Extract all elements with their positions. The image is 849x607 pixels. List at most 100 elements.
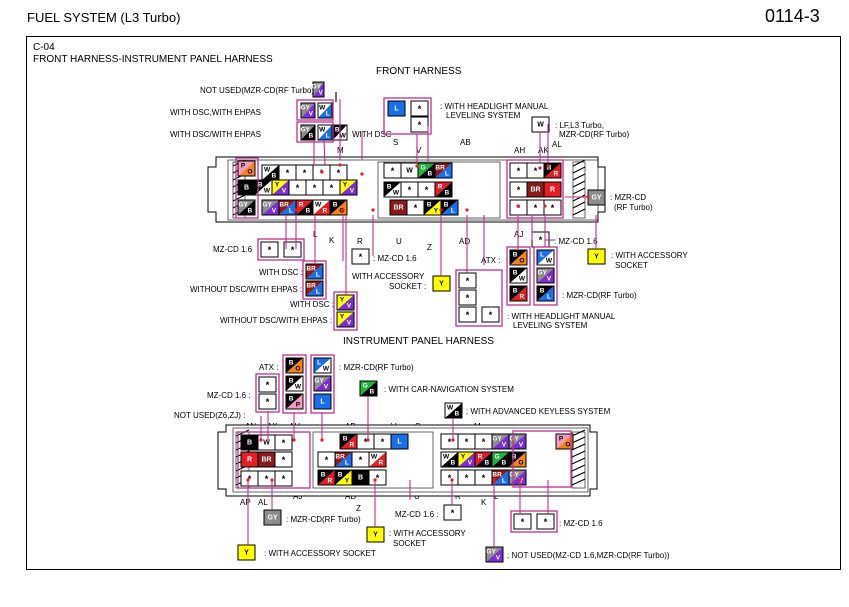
wire-code-label: V [347, 320, 352, 327]
wire-code-label: W [447, 405, 454, 412]
terminal-cell-stripe [537, 268, 554, 283]
terminal-cell [508, 433, 527, 450]
pin-dot [465, 208, 469, 212]
terminal-star: * [465, 437, 469, 447]
terminal-cell [260, 241, 279, 258]
wire-code-label: Y [373, 531, 378, 538]
wire-code-label: W [519, 276, 526, 283]
terminal-star: * [425, 185, 429, 195]
terminal-cell-stripe [445, 403, 462, 418]
hatch-line [572, 208, 586, 216]
wire-code-label: V [502, 442, 507, 449]
wire-code-label: B [289, 396, 294, 403]
terminal-cell-stripe [306, 281, 323, 296]
wire-code-label: B [247, 439, 252, 446]
wire-code-label: Y [244, 549, 249, 556]
hatch-line [572, 194, 586, 202]
wire-code-label: B [321, 472, 326, 479]
wire-code-label: P [241, 163, 246, 170]
terminal-cell [300, 102, 316, 119]
terminal-cell [509, 285, 528, 302]
wire-code-label: V [347, 303, 352, 310]
wire-code-label: V [309, 111, 314, 118]
terminal-star: * [517, 166, 521, 176]
terminal-cell-stripe [360, 381, 377, 396]
pin-dot [294, 208, 298, 212]
pin-dot [292, 438, 296, 442]
note-mzcd16-panel-right: : MZ-CD 1.6 [559, 519, 603, 528]
wire-code-label: BR [306, 283, 316, 290]
wire-code-label: BR [261, 456, 271, 463]
terminal-cell [285, 393, 304, 410]
wire-code-label: BR [492, 472, 502, 479]
wire-code-label: GY [509, 472, 519, 479]
terminal-cell [440, 199, 459, 216]
wire-code-label: B [370, 389, 375, 396]
front-term-V: V [416, 146, 422, 155]
wire-code-label: B [387, 184, 392, 191]
terminal-cell-stripe [369, 452, 386, 467]
wire-code-label: V [496, 555, 501, 562]
note-not-used-z6: NOT USED(Z6,ZJ) : [174, 411, 246, 420]
terminal-cell-stripe [384, 182, 401, 197]
terminal-cell [313, 375, 332, 392]
terminal-cell-stripe [313, 82, 324, 97]
terminal-cell-stripe [492, 470, 509, 485]
wire-code-label: B [335, 127, 340, 134]
note-mzcd16-panel: MZ-CD 1.6 : [207, 391, 251, 400]
hatch-line [571, 443, 586, 451]
terminal-star: * [414, 203, 418, 213]
terminal-cell [274, 451, 293, 468]
wire-code-label: O [519, 258, 524, 265]
wire-code-label: B [308, 133, 313, 140]
leader-line [323, 139, 326, 166]
terminal-star: * [282, 438, 286, 448]
note-dsc-with-ehpas: WITH DSC/WITH EHPAS [170, 130, 261, 139]
wire-code-label: B [445, 190, 450, 197]
wire-code-label: GY [509, 436, 519, 443]
wire-code-label: B [427, 202, 432, 209]
note-with-dsc-top: WITH DSC [352, 130, 392, 139]
wire-code-label: W [315, 202, 322, 209]
wire-code-label: GY [537, 270, 547, 277]
terminal-cell-stripe [510, 286, 527, 301]
wire-code-label: L [316, 272, 320, 279]
wire-code-label: R [350, 442, 355, 449]
terminal-cell [536, 285, 555, 302]
terminal-cell [317, 102, 333, 119]
note-accessory-panel-2: SOCKET [393, 539, 426, 548]
front-harness-title: FRONT HARNESS [376, 66, 462, 77]
terminal-cell-stripe [424, 200, 441, 215]
panel-term-AP: AP [240, 498, 251, 507]
wire-code-label: R [247, 456, 252, 463]
wire-code-label: V [272, 208, 277, 215]
hatch-line [572, 173, 586, 181]
wire-code-label: O [565, 442, 570, 449]
note-without-dsc-b: WITHOUT DSC/WITH EHPAS : [220, 316, 333, 325]
wire-code-label: L [317, 360, 321, 367]
note-accessory-mid: WITH ACCESSORY [352, 272, 425, 281]
terminal-cell-stripe [262, 165, 279, 180]
wire-code-label: W [323, 366, 330, 373]
terminal-cell-stripe [335, 470, 352, 485]
terminal-star: * [282, 455, 286, 465]
hatch-line [572, 201, 586, 209]
wire-code-label: Y [345, 478, 350, 485]
wire-code-label: W [371, 454, 378, 461]
front-left-frame [235, 157, 259, 219]
connector-name: FRONT HARNESS-INSTRUMENT PANEL HARNESS [33, 54, 273, 65]
terminal-star: * [282, 474, 286, 484]
terminal-cell-stripe [279, 200, 296, 215]
wire-code-label: L [394, 105, 399, 112]
wire-code-label: V [519, 442, 524, 449]
hatch-line [571, 471, 586, 479]
front-term-AL: AL [552, 140, 562, 149]
pin-dot [546, 164, 550, 168]
panel-term-AL: AL [258, 498, 268, 507]
pin-dot [246, 478, 250, 482]
terminal-cell [237, 544, 256, 561]
wire-code-label: L [451, 208, 455, 215]
wire-code-label: B [338, 472, 343, 479]
wire-code-label: W [443, 454, 450, 461]
